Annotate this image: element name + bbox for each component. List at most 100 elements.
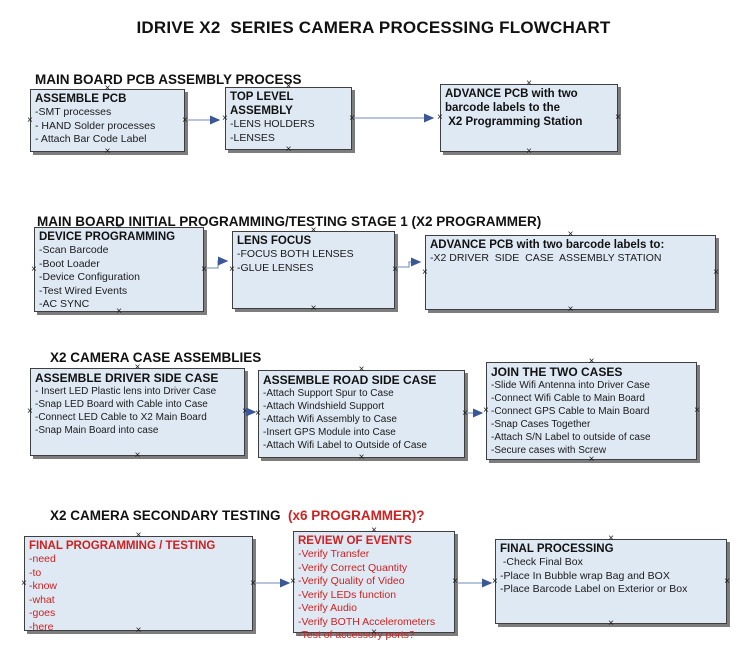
box-line: -AC SYNC [39,298,90,310]
box-title: ASSEMBLE ROAD SIDE CASE [263,373,437,387]
box-title: ASSEMBLE DRIVER SIDE CASE [35,371,219,385]
connection-point-icon: × [567,304,574,315]
connection-point-icon: × [310,303,317,314]
box-line: - HAND Solder processes [35,119,156,132]
box-line: -Secure cases with Screw [491,445,607,456]
page-title: IDRIVE X2 SERIES CAMERA PROCESSING FLOWC… [136,18,611,37]
connection-point-icon: × [31,263,37,275]
section-heading-text: X2 CAMERA SECONDARY TESTING [50,508,289,523]
connection-point-icon: × [255,408,261,419]
box-line: -Place In Bubble wrap Bag and BOX [500,569,670,582]
box-line: -know [29,580,58,592]
box-line: -Connect GPS Cable to Main Board [491,406,650,417]
box-line: -what [29,593,55,606]
box-line: -LENSES [230,131,275,144]
box-title: REVIEW OF EVENTS [298,535,412,547]
connection-point-icon: × [694,405,700,416]
box-title-line: ADVANCE PCB with two [445,88,578,100]
connection-point-icon: × [483,405,489,416]
box-line: -Attach S/N Label to outside of case [491,432,651,443]
connection-point-icon: × [250,577,256,589]
box-title: ASSEMBLE PCB [35,93,127,105]
section-heading-secondary-testing: X2 CAMERA SECONDARY TESTING (x6 PROGRAMM… [35,493,425,538]
box-line: - Insert LED Plastic lens into Driver Ca… [35,386,217,397]
connection-point-icon: × [285,144,292,155]
box-line: -Boot Loader [39,257,100,270]
section-heading-pcb-assembly: MAIN BOARD PCB ASSEMBLY PROCESS [20,57,302,102]
flow-box-final-programming-testing: FINAL PROGRAMMING / TESTING -need -to -k… [21,531,256,636]
connection-point-icon: × [492,575,498,587]
connection-point-icon: × [724,575,730,587]
flow-box-lens-focus: LENS FOCUS -FOCUS BOTH LENSES -GLUE LENS… [229,226,398,314]
box-line: -Scan Barcode [39,244,109,256]
box-line: -here [29,620,54,633]
box-title: FINAL PROCESSING [500,543,614,555]
flow-box-review-of-events: REVIEW OF EVENTS -Verify Transfer -Verif… [290,526,458,642]
connection-point-icon: × [201,263,207,275]
connection-point-icon: × [422,266,428,278]
connection-point-icon: × [392,264,398,275]
box-title: ADVANCE PCB with two barcode labels to: [430,239,665,251]
box-line: -Snap LED Board with Cable into Case [35,399,208,410]
section-heading-text: MAIN BOARD PCB ASSEMBLY PROCESS [35,72,302,87]
flow-box-assemble-driver-side-case: ASSEMBLE DRIVER SIDE CASE - Insert LED P… [27,363,248,461]
box-line: -GLUE LENSES [237,261,314,274]
box-title: JOIN THE TWO CASES [491,365,623,379]
box-title: LENS FOCUS [237,235,312,247]
connection-point-icon: × [349,112,355,124]
flow-box-final-processing: FINAL PROCESSING -Check Final Box -Place… [492,534,730,629]
connection-point-icon: × [452,576,458,587]
box-line: -Attach Support Spur to Case [263,388,394,399]
connection-point-icon: × [222,112,228,124]
connection-point-icon: × [290,576,296,587]
box-line: -Verify BOTH Accelerometers [298,615,436,628]
box-line: - Attach Bar Code Label [35,133,147,145]
connection-point-icon: × [437,112,443,123]
connection-point-icon: × [608,618,614,629]
box-line: -goes [29,607,56,619]
flow-box-advance-pcb-programming-station: ADVANCE PCB with two barcode labels to t… [437,79,621,157]
connection-point-icon: × [21,577,27,589]
box-line: -Place Barcode Label on Exterior or Box [500,583,688,595]
box-line: -Insert GPS Module into Case [263,427,396,438]
section-heading-text: MAIN BOARD INITIAL PROGRAMMING/TESTING S… [37,214,542,229]
flow-arrow [397,257,422,268]
box-line: -FOCUS BOTH LENSES [237,248,354,260]
box-title-line: barcode labels to the [445,102,561,114]
flow-box-assemble-pcb: ASSEMBLE PCB -SMT processes - HAND Solde… [27,84,188,157]
box-line: -Verify Correct Quantity [298,561,408,574]
section-heading-red-text: (x6 PROGRAMMER)? [288,508,425,523]
connection-point-icon: × [27,114,33,126]
box-line: -LENS HOLDERS [230,118,315,130]
box-title: DEVICE PROGRAMMING [39,231,176,243]
box-line: -Attach Windshield Support [263,401,385,412]
connection-point-icon: × [462,408,468,419]
box-line: -Test Wired Events [39,284,128,297]
box-line: -Device Configuration [39,271,140,283]
connection-point-icon: × [134,450,141,461]
flow-box-advance-pcb-driver-station: ADVANCE PCB with two barcode labels to: … [422,230,719,315]
connection-point-icon: × [104,146,111,157]
box-line: -to [29,566,42,579]
flow-arrow [206,256,229,269]
connection-point-icon: × [358,452,365,463]
box-line: -Verify Transfer [298,548,370,560]
connection-point-icon: × [242,406,248,417]
box-title-line: X2 Programming Station [445,116,583,128]
connection-point-icon: × [713,266,719,278]
flow-box-join-the-two-cases: JOIN THE TWO CASES -Slide Wifi Antenna i… [483,357,700,465]
box-line: -Verify Audio [298,602,357,614]
box-line: -Attach Wifi Label to Outside of Case [263,440,427,451]
connection-point-icon: × [526,146,532,157]
box-line: -SMT processes [35,106,112,118]
connection-point-icon: × [615,112,621,123]
connection-point-icon: × [182,114,188,126]
flow-box-top-level-assembly: TOP LEVEL ASSEMBLY -LENS HOLDERS -LENSES… [222,82,355,155]
box-title: FINAL PROGRAMMING / TESTING [29,540,216,552]
box-line: -Connect LED Cable to X2 Main Board [35,412,207,423]
box-title: TOP LEVEL ASSEMBLY [230,91,297,117]
connection-point-icon: × [229,264,235,275]
box-line: -Connect Wifi Cable to Main Board [491,393,645,404]
box-line: -Snap Main Board into case [35,425,159,436]
